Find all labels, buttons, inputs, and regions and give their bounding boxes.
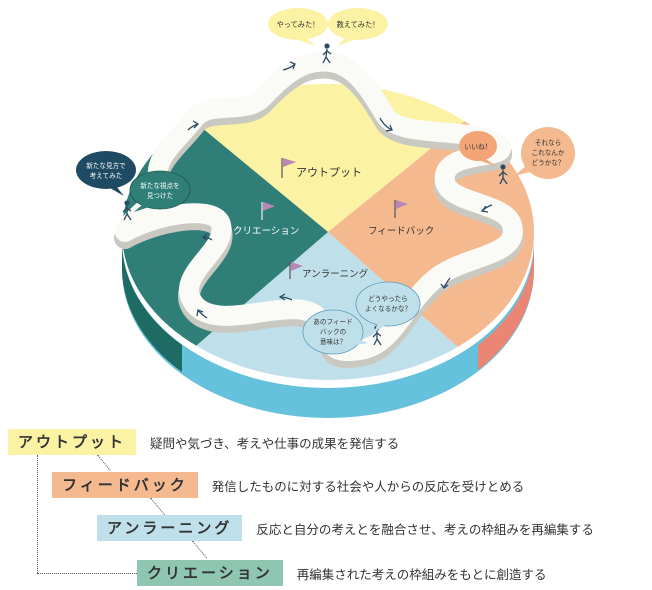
quadrant-label-output: アウトプット	[296, 166, 362, 179]
arrow-icon	[480, 205, 489, 213]
svg-text:意味は？: 意味は？	[320, 337, 346, 346]
legend-row-feedback: フィードバック 発信したものに対する社会や人からの反応を受けとめる	[52, 472, 524, 498]
legend-desc-unlearning: 反応と自分の考えとを融合させ、考えの枠組みを再編集する	[256, 521, 594, 537]
legend-connector	[37, 455, 38, 573]
bubble-meaning: あのフィード バックの 意味は？	[302, 309, 368, 355]
legend-row-unlearning: アンラーニング 反応と自分の考えとを融合させ、考えの枠組みを再編集する	[97, 515, 594, 541]
bubble-nice: いいね！	[459, 131, 497, 166]
legend-tag-creation: クリエーション	[137, 560, 283, 586]
bubble-tried: やってみた！	[268, 8, 328, 46]
legend-connector	[192, 540, 208, 559]
disc-side-red	[478, 240, 535, 370]
svg-text:考えてみた: 考えてみた	[90, 172, 123, 180]
legend-connector	[37, 573, 137, 574]
flag-icon	[394, 200, 408, 218]
svg-text:どうやったら: どうやったら	[368, 295, 408, 303]
svg-text:新たな見方で: 新たな見方で	[86, 161, 126, 170]
svg-text:バックの: バックの	[320, 328, 346, 336]
svg-text:新たな視点を: 新たな視点を	[140, 181, 180, 190]
quadrant-label-unlearning: アンラーニング	[302, 268, 369, 280]
bubble-how-better: どうやったら よくなるかな？	[355, 281, 421, 332]
arrow-icon	[440, 283, 449, 289]
legend-desc-feedback: 発信したものに対する社会や人からの反応を受けとめる	[211, 478, 525, 494]
arrow-icon	[201, 233, 208, 241]
arrow-icon	[192, 120, 200, 129]
arrow-icon	[379, 117, 393, 131]
legend-tag-feedback: フィードバック	[52, 472, 198, 498]
svg-text:教えてみた！: 教えてみた！	[337, 20, 380, 29]
legend-row-creation: クリエーション 再編集された考えの枠組みをもとに創造する	[137, 560, 546, 586]
bubble-taught: 教えてみた！	[328, 8, 388, 46]
svg-text:よくなるかな？: よくなるかな？	[365, 305, 411, 313]
svg-text:見つけた: 見つけた	[147, 192, 173, 200]
path-arrows	[187, 61, 493, 346]
flag-icon	[261, 202, 275, 220]
quadrant-label-feedback: フィードバック	[368, 226, 434, 237]
svg-text:どうかな？: どうかな？	[532, 159, 565, 167]
arrow-icon	[196, 309, 204, 317]
legend-connector	[150, 497, 166, 516]
arrow-icon	[278, 293, 286, 301]
winding-path	[114, 51, 524, 369]
flag-icon	[281, 158, 296, 178]
legend-tag-unlearning: アンラーニング	[97, 515, 243, 541]
walker-icon	[498, 164, 508, 185]
svg-text:いいね！: いいね！	[464, 143, 491, 151]
legend-desc-output: 疑問や気づき、考えや仕事の成果を発信する	[150, 435, 400, 451]
legend-tag-output: アウトプット	[8, 429, 137, 455]
legend-connector	[97, 454, 111, 471]
arrow-icon	[289, 61, 296, 70]
bubble-new-viewpoint: 新たな視点を 見つけた	[129, 170, 191, 212]
quadrant-label-creation: クリエーション	[233, 226, 299, 237]
walker-icon	[122, 200, 132, 221]
cycle-diagram: アウトプット フィードバック クリエーション アンラーニング やってみた！	[76, 8, 575, 418]
walker-icon	[322, 43, 332, 64]
legend-desc-creation: 再編集された考えの枠組みをもとに創造する	[296, 566, 547, 582]
arrow-icon	[385, 124, 393, 132]
arrow-icon	[203, 236, 213, 241]
disc-side-green	[121, 240, 182, 372]
legend-row-output: アウトプット 疑問や気づき、考えや仕事の成果を発信する	[8, 429, 399, 455]
svg-text:これなんか: これなんか	[532, 149, 565, 157]
disc-side-blue	[122, 240, 534, 418]
svg-text:やってみた！: やってみた！	[277, 20, 320, 29]
svg-text:あのフィード: あのフィード	[313, 318, 352, 326]
svg-text:それなら: それなら	[535, 139, 561, 147]
flag-icon	[289, 262, 303, 279]
bubble-new-perspective: 新たな見方で 考えてみた	[76, 151, 136, 196]
bubble-then-this: それなら これなんか どうかな？	[514, 127, 575, 179]
